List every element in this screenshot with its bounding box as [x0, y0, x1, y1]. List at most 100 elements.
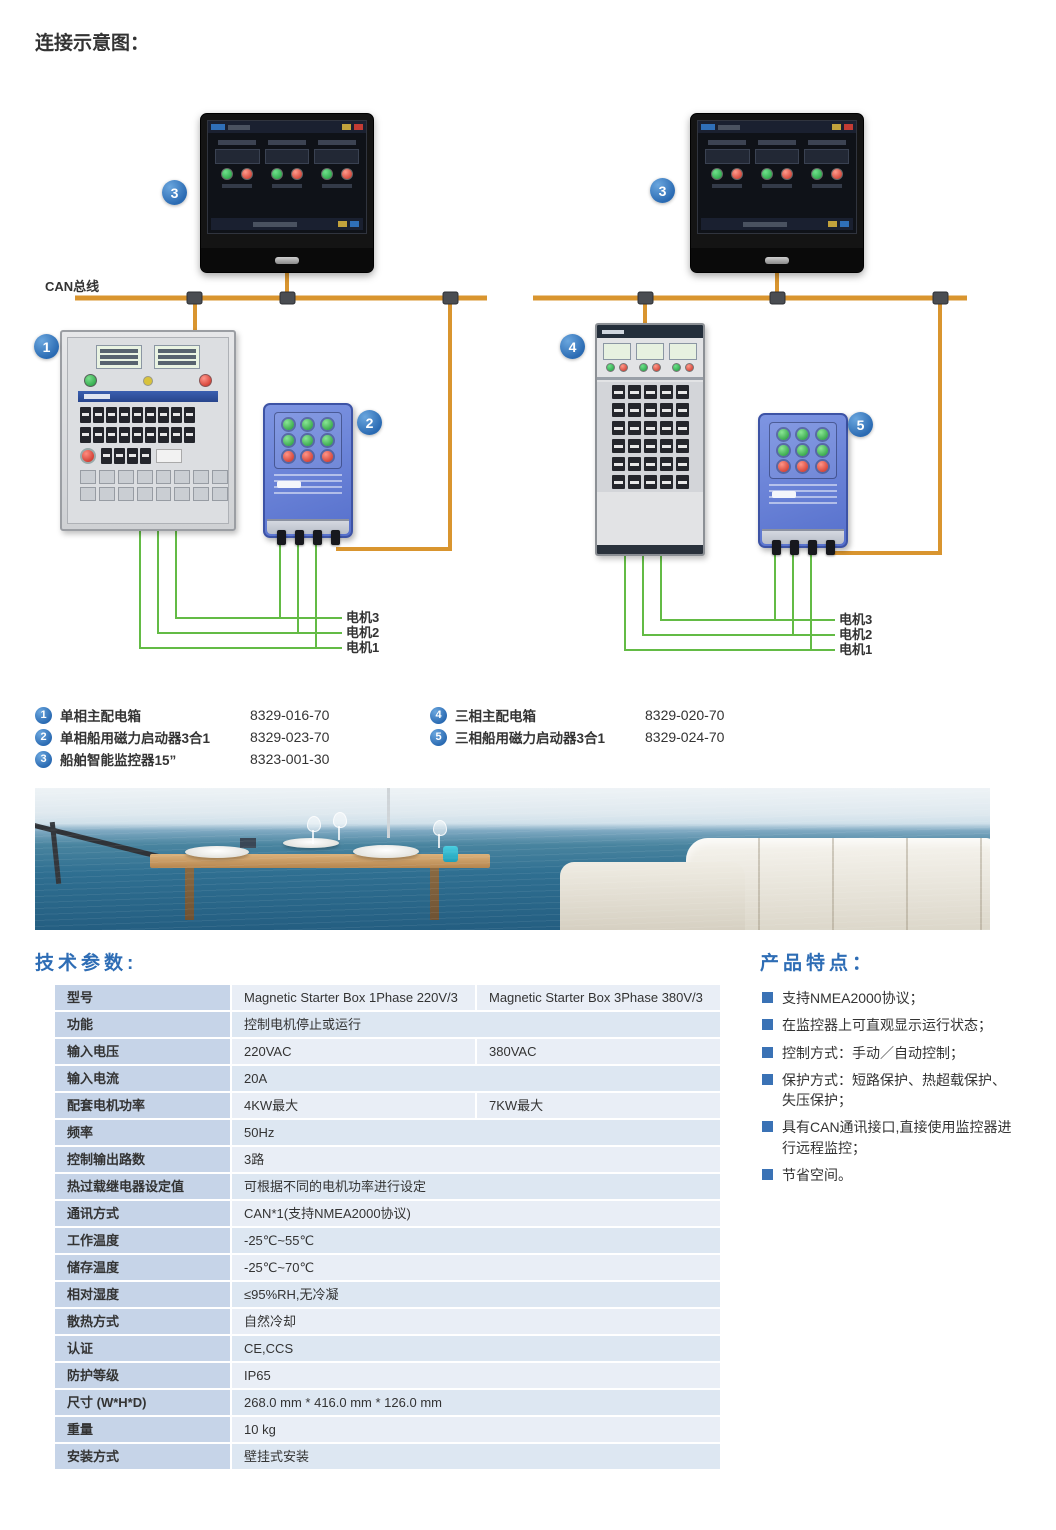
divider	[597, 377, 703, 380]
screen-panels	[208, 133, 366, 188]
feature-text: 具有CAN通讯接口,直接使用监控器进行远程监控；	[782, 1119, 1012, 1156]
screen-header	[698, 121, 856, 133]
distribution-box-1phase	[60, 330, 236, 531]
wine-glass	[333, 812, 347, 842]
cable-gland-base	[267, 519, 349, 534]
breaker	[627, 385, 641, 399]
bus-tee-connectors	[186, 291, 949, 305]
spec-label: 尺寸 (W*H*D)	[55, 1390, 230, 1415]
legend-code: 8323-001-30	[250, 751, 330, 767]
starter-button-panel	[274, 412, 342, 469]
cable-gland-base	[762, 529, 844, 544]
features-title: 产品特点：	[760, 953, 876, 974]
feature-item: 支持NMEA2000协议；	[762, 988, 1016, 1008]
spec-value: Magnetic Starter Box 1Phase 220V/3	[232, 985, 475, 1010]
feature-text: 节省空间。	[782, 1167, 852, 1184]
can-bus-label: CAN总线	[45, 279, 100, 294]
monitor-speaker-bar	[691, 248, 863, 272]
start-button	[816, 429, 828, 440]
breaker	[132, 427, 143, 443]
stop-button	[797, 461, 809, 472]
feature-text: 控制方式：手动／自动控制；	[782, 1044, 964, 1061]
legend-badge: 1	[35, 706, 52, 724]
breaker	[158, 427, 169, 443]
table-leg	[185, 868, 194, 920]
cable-gland	[790, 540, 799, 555]
terminal-row	[68, 467, 228, 484]
breaker	[675, 475, 689, 489]
breaker-row	[601, 383, 699, 401]
spec-label: 认证	[55, 1336, 230, 1361]
blue-glass	[443, 846, 458, 862]
badge-2: 2	[357, 410, 382, 435]
breaker	[643, 475, 657, 489]
start-button	[283, 435, 295, 446]
start-button	[816, 445, 828, 456]
breaker	[611, 457, 625, 471]
feature-item: 具有CAN通讯接口,直接使用监控器进行远程监控；	[762, 1117, 1016, 1158]
feature-text: 在监控器上可直观显示运行状态；	[782, 1017, 992, 1034]
breaker	[114, 448, 125, 464]
breaker-row	[68, 405, 228, 425]
stop-button	[321, 451, 333, 462]
breaker	[171, 427, 182, 443]
breaker	[675, 439, 689, 453]
breaker	[627, 475, 641, 489]
feature-item: 控制方式：手动／自动控制；	[762, 1043, 1016, 1063]
cable-gland	[331, 530, 340, 545]
spec-value: CE,CCS	[232, 1336, 720, 1361]
spec-label: 频率	[55, 1120, 230, 1145]
start-button	[321, 435, 333, 446]
motor-label: 电机3	[839, 612, 873, 627]
brand-strip	[597, 325, 703, 338]
legend-label: 单相船用磁力启动器3合1	[60, 731, 211, 746]
motor-label: 电机1	[346, 640, 380, 655]
spec-value: 控制电机停止或运行	[232, 1012, 720, 1037]
bullet-square-icon	[762, 992, 773, 1003]
spec-label: 工作温度	[55, 1228, 230, 1253]
starter-vents	[769, 484, 837, 506]
spec-label: 相对湿度	[55, 1282, 230, 1307]
screen-header	[208, 121, 366, 133]
breaker	[611, 421, 625, 435]
breaker	[145, 407, 156, 423]
badge-5: 5	[848, 412, 873, 437]
spec-value: 268.0 mm * 416.0 mm * 126.0 mm	[232, 1390, 720, 1415]
yellow-indicator	[143, 375, 153, 386]
stop-button	[302, 451, 314, 462]
deck-sofa	[686, 838, 990, 930]
page-title: 连接示意图：	[35, 33, 150, 54]
meter-display	[669, 343, 698, 360]
breaker-row	[601, 419, 699, 437]
stop-button	[816, 461, 828, 472]
breaker-row	[601, 437, 699, 455]
breaker-row	[68, 425, 228, 445]
motor-label: 电机2	[839, 627, 873, 642]
spec-row: 储存温度-25℃~70℃	[55, 1255, 720, 1280]
badge-1: 1	[34, 334, 59, 359]
breaker	[106, 407, 117, 423]
breaker	[80, 427, 91, 443]
spec-label: 防护等级	[55, 1363, 230, 1388]
plate	[353, 845, 419, 858]
breaker-row	[601, 455, 699, 473]
breaker	[611, 403, 625, 417]
brand-logo	[275, 256, 299, 264]
monitor-speaker-bar	[201, 248, 373, 272]
screen-statusbar	[211, 218, 363, 230]
spec-row: 相对湿度≤95%RH,无冷凝	[55, 1282, 720, 1307]
breaker-row	[601, 473, 699, 491]
brand-logo	[765, 256, 789, 264]
breaker-row	[101, 448, 151, 464]
spec-label: 储存温度	[55, 1255, 230, 1280]
spec-label: 配套电机功率	[55, 1093, 230, 1118]
emergency-stop-button	[80, 448, 96, 464]
